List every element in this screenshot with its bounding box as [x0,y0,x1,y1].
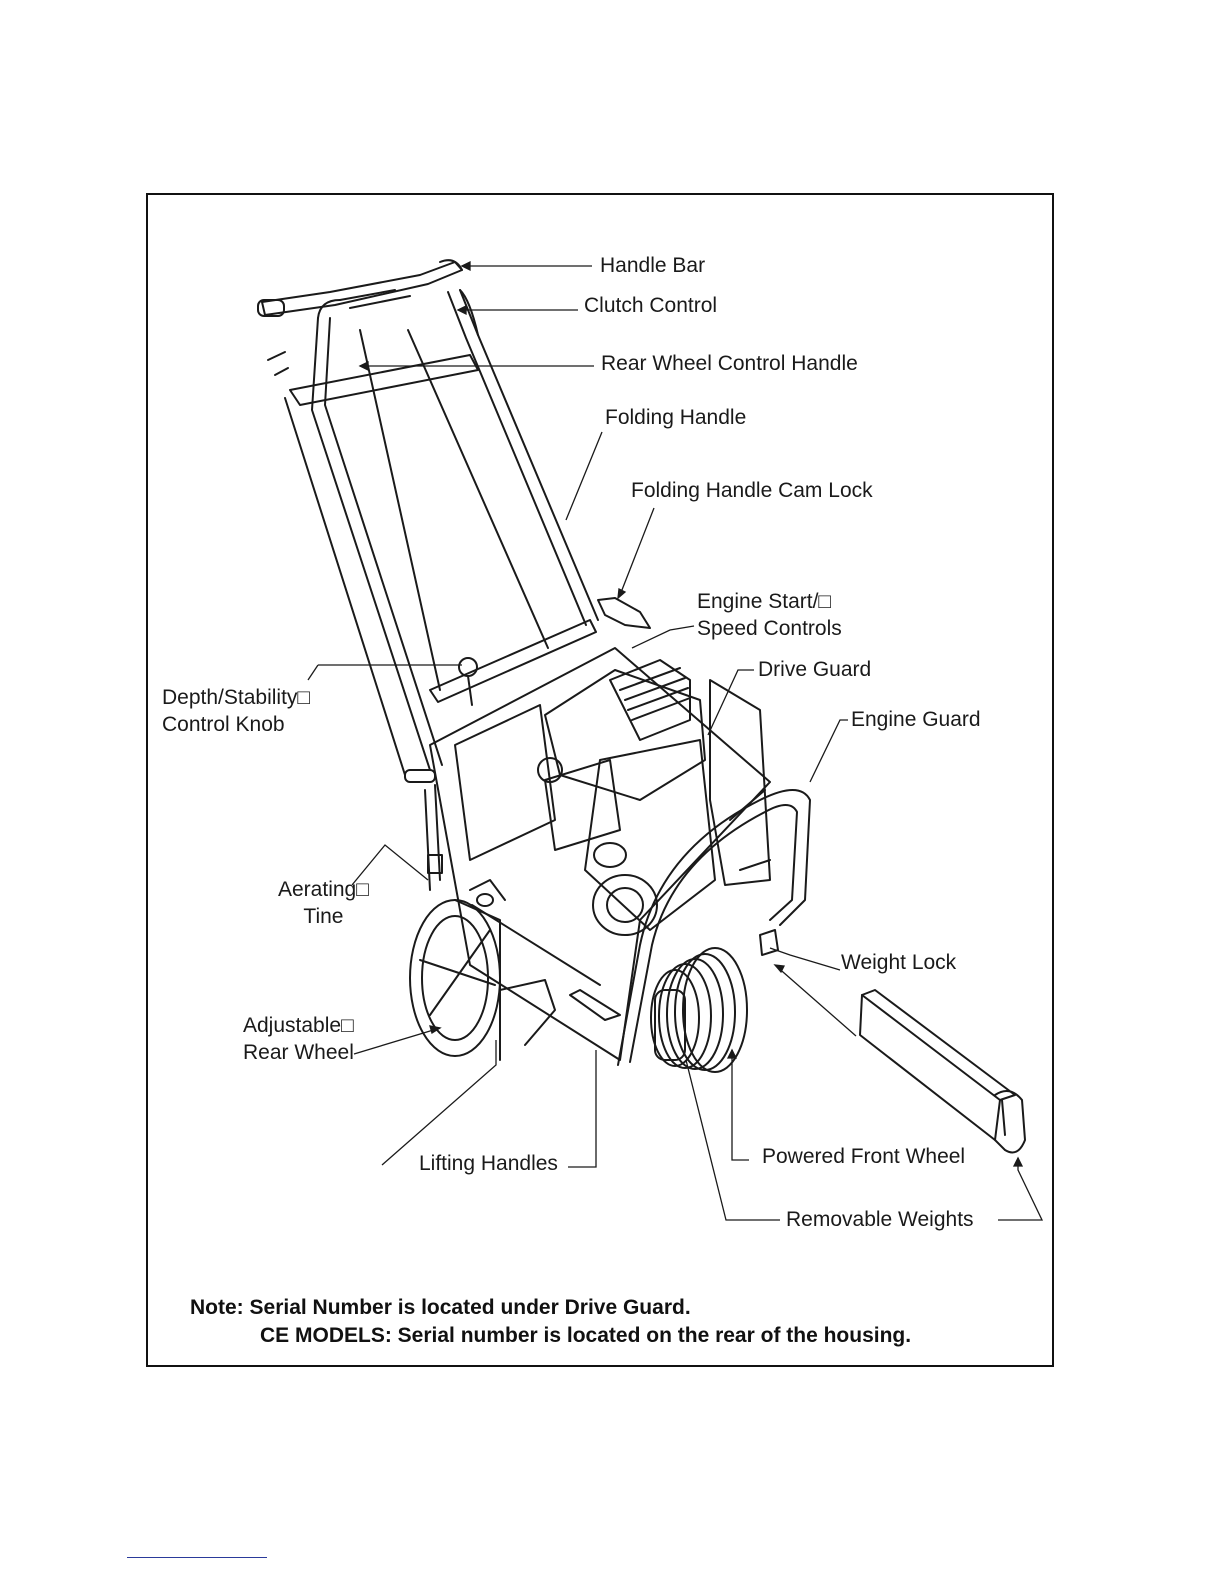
serial-number-note: Note: Serial Number is located under Dri… [190,1294,911,1350]
label-removable-weights: Removable Weights [786,1208,974,1231]
handle-frame [267,289,599,776]
label-adjustable-line2: Rear Wheel [243,1041,354,1064]
label-engine-start-line1: Engine Start/□ [697,590,832,613]
cam-lock [597,597,651,629]
footer-rule [127,1557,267,1558]
lift-bracket [499,979,556,1046]
label-clutch-control: Clutch Control [584,294,718,317]
handle-crossbar [429,619,597,706]
label-folding-handle-cam-lock: Folding Handle Cam Lock [631,479,873,502]
label-depth-line2: Control Knob [162,713,285,736]
label-weight-lock: Weight Lock [841,951,957,974]
label-depth-stability-control-knob: Depth/Stability□ Control Knob [162,684,310,738]
engine-guard [617,789,811,1066]
label-adjustable-line1: Adjustable□ [243,1014,354,1037]
note-line2: CE MODELS: Serial number is located on t… [260,1324,912,1347]
label-folding-handle: Folding Handle [605,406,747,429]
weight-lock-part [759,929,779,956]
label-handle-bar: Handle Bar [600,254,706,277]
label-engine-start-line2: Speed Controls [697,617,842,640]
label-aerating-line1: Aerating□ [278,878,369,901]
label-depth-line1: Depth/Stability□ [162,686,311,709]
drive-guard [709,679,771,886]
diagram-frame [146,193,1054,1367]
label-rear-wheel-control-handle: Rear Wheel Control Handle [601,352,858,375]
label-powered-front-wheel: Powered Front Wheel [762,1145,966,1168]
label-adjustable-rear-wheel: Adjustable□ Rear Wheel [243,1012,354,1066]
removable-weight [859,989,1026,1154]
rear-wheel [409,879,506,1061]
label-aerating-line2: Tine [303,905,344,928]
label-engine-start-speed-controls: Engine Start/□ Speed Controls [697,588,842,642]
label-drive-guard: Drive Guard [758,658,872,681]
note-line1: Serial Number is located under Drive Gua… [249,1296,691,1319]
engine [537,659,716,936]
lift-handle [569,989,621,1021]
label-aerating-tine: Aerating□ Tine [278,876,369,930]
leader-lines [307,260,1044,1221]
tines [404,769,443,891]
note-prefix: Note: [190,1296,244,1319]
handle-bar [257,259,463,317]
front-wheel [650,947,748,1073]
label-lifting-handles: Lifting Handles [419,1152,558,1175]
label-engine-guard: Engine Guard [851,708,981,731]
